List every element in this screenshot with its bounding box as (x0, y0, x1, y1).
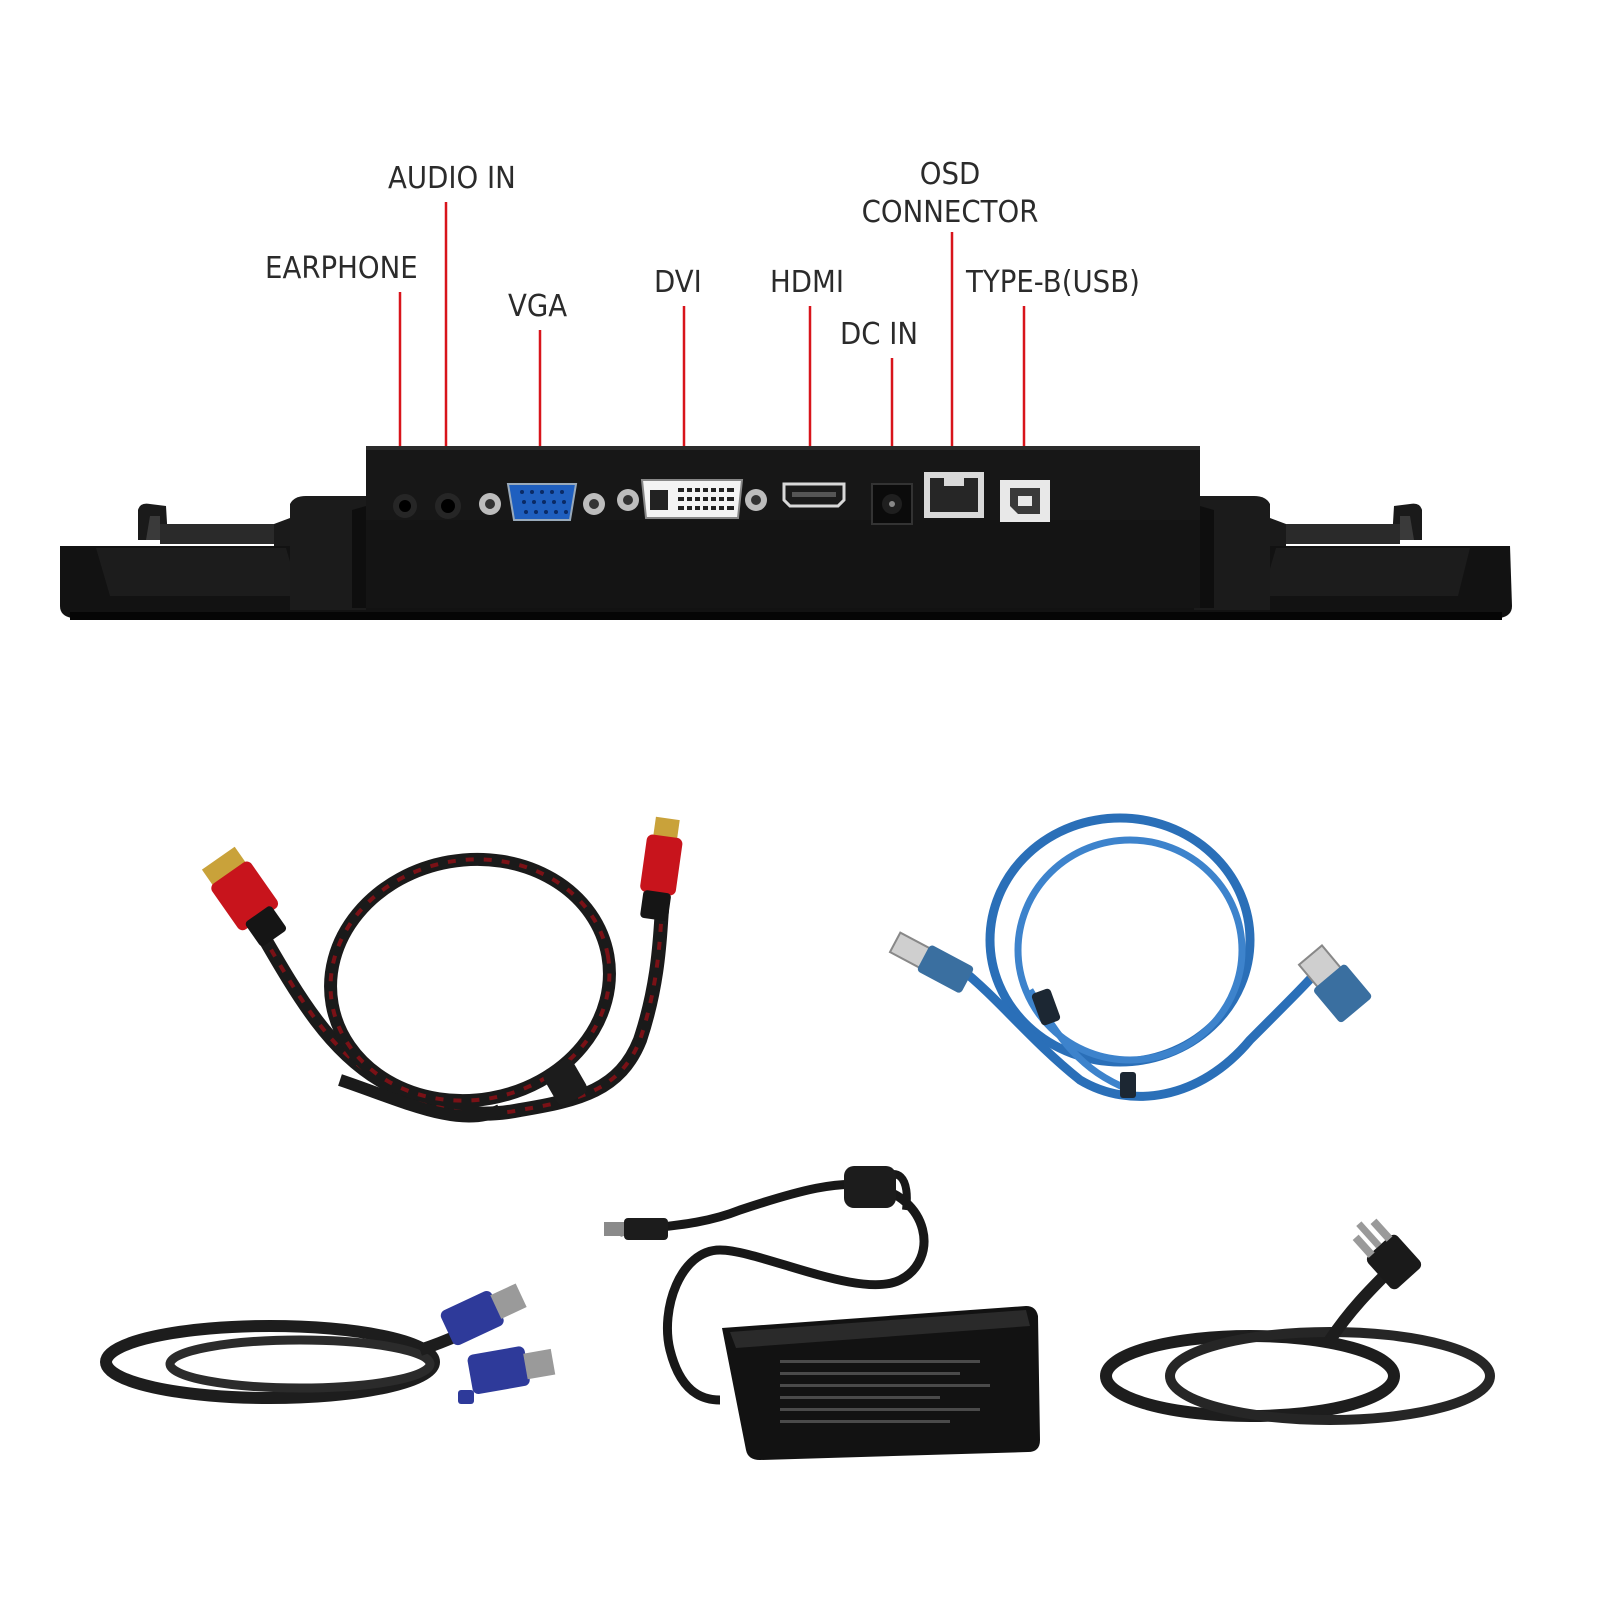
label-dvi: DVI (654, 265, 702, 300)
power-adapter (604, 1166, 1040, 1460)
vga-cable (100, 1283, 556, 1404)
left-housing (290, 496, 366, 610)
audio-in-port (435, 493, 461, 519)
label-dc-in: DC IN (840, 317, 919, 352)
dc-in-port (871, 483, 913, 525)
monitor-body (60, 446, 1512, 620)
label-osd-line2: CONNECTOR (861, 195, 1039, 230)
power-cord (1100, 1218, 1495, 1425)
vga-port (479, 483, 605, 521)
label-vga: VGA (508, 289, 568, 324)
usb-cable (888, 813, 1372, 1101)
label-audio-in: AUDIO IN (388, 161, 516, 196)
label-hdmi: HDMI (770, 265, 844, 300)
earphone-port (393, 494, 417, 518)
label-earphone: EARPHONE (265, 251, 418, 286)
osd-connector-port (924, 472, 984, 518)
type-b-usb-port (1000, 480, 1050, 522)
label-type-b-usb: TYPE-B(USB) (966, 265, 1140, 300)
hdmi-port (782, 482, 846, 508)
hdmi-cable (201, 816, 683, 1123)
left-bracket-rail (160, 524, 286, 544)
label-osd-line1: OSD (919, 157, 981, 192)
right-bracket-rail (1274, 524, 1400, 544)
dvi-port (617, 479, 767, 519)
